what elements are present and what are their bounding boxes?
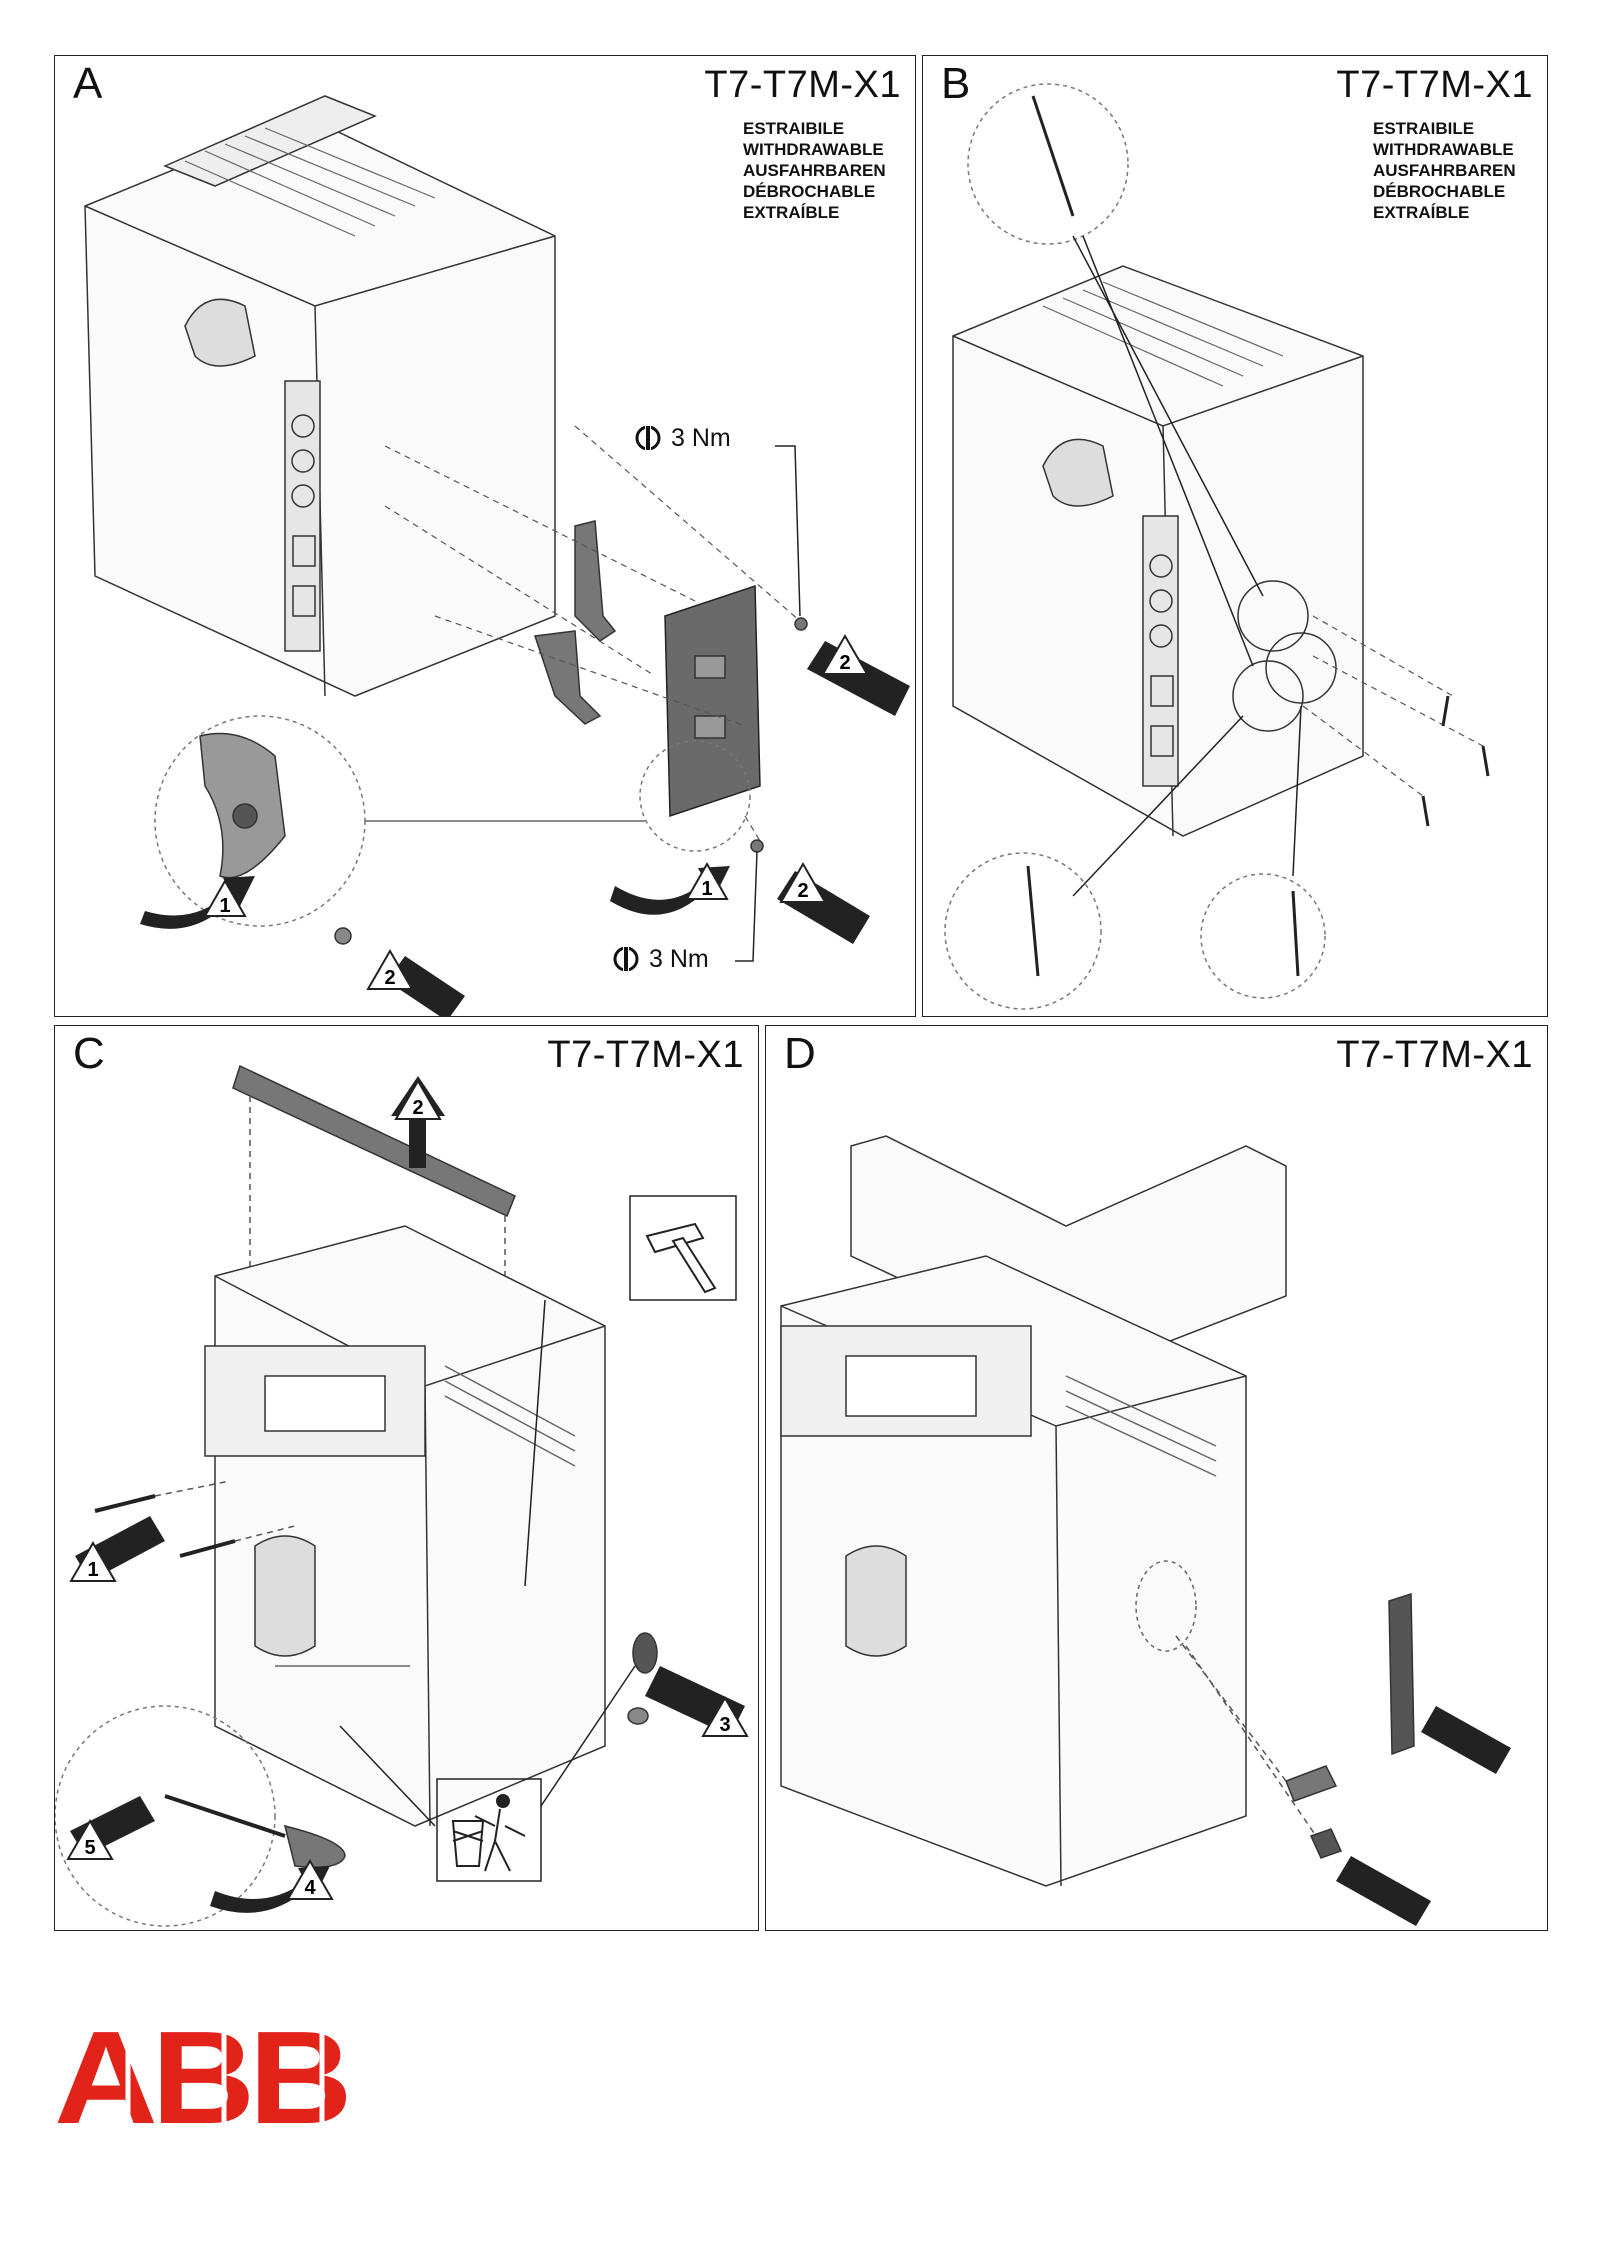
panel-d-drawing — [780, 1135, 1511, 1926]
variant-de: AUSFAHRBAREN — [743, 161, 886, 180]
hammer-icon — [645, 1222, 717, 1294]
panel-c-drawing: 1 2 3 4 5 — [55, 1064, 749, 1927]
panel-a: 1 2 1 2 2 A T7-T7M-X1 ESTRAIBILE WITHDRA… — [54, 55, 916, 1017]
step-c1: 1 — [87, 1559, 98, 1581]
variant-es: EXTRAÍBLE — [743, 203, 840, 222]
step-c3: 3 — [719, 1714, 730, 1736]
panel-b-drawing — [944, 83, 1490, 1010]
panel-b: B T7-T7M-X1 ESTRAIBILE WITHDRAWABLE AUSF… — [922, 55, 1548, 1017]
step-c4: 4 — [304, 1877, 316, 1899]
torque-icon — [613, 946, 639, 972]
panel-b-model: T7-T7M-X1 — [1336, 64, 1533, 106]
panel-a-drawing: 1 2 1 2 2 — [84, 95, 910, 1016]
variant-fr: DÉBROCHABLE — [1373, 182, 1506, 201]
panel-d-model: T7-T7M-X1 — [1336, 1034, 1533, 1076]
torque-callout-bottom: 3 Nm — [611, 944, 709, 974]
panel-c: 1 2 3 4 5 C T7-T7M-X1 — [54, 1025, 759, 1931]
panel-c-model: T7-T7M-X1 — [547, 1034, 744, 1076]
panel-a-model: T7-T7M-X1 — [704, 64, 901, 106]
panel-b-letter: B — [941, 59, 971, 108]
step-a1b: 1 — [701, 878, 712, 900]
variant-es: EXTRAÍBLE — [1373, 203, 1470, 222]
step-a1a: 1 — [219, 895, 230, 917]
variant-it: ESTRAIBILE — [1373, 119, 1475, 138]
variant-fr: DÉBROCHABLE — [743, 182, 876, 201]
torque-value-bottom: 3 Nm — [649, 944, 709, 973]
torque-callout-top: 3 Nm — [633, 423, 731, 453]
panel-c-letter: C — [73, 1029, 105, 1078]
torque-value-top: 3 Nm — [671, 423, 731, 452]
variant-en: WITHDRAWABLE — [1373, 140, 1514, 159]
torque-icon — [635, 425, 661, 451]
panel-b-variants: ESTRAIBILE WITHDRAWABLE AUSFAHRBAREN DÉB… — [1373, 118, 1516, 223]
abb-logo: ABB — [54, 2015, 348, 2135]
waste-bin-icon — [451, 1794, 526, 1872]
panel-a-letter: A — [73, 59, 103, 108]
step-c2: 2 — [412, 1097, 423, 1119]
variant-en: WITHDRAWABLE — [743, 140, 884, 159]
step-a2c: 2 — [384, 967, 395, 989]
step-c5: 5 — [84, 1837, 95, 1859]
abb-logo-text: ABB — [54, 2015, 347, 2135]
panel-d-letter: D — [784, 1029, 816, 1078]
step-a2b: 2 — [797, 880, 808, 902]
step-a2a: 2 — [839, 652, 850, 674]
variant-de: AUSFAHRBAREN — [1373, 161, 1516, 180]
panel-d: D T7-T7M-X1 — [765, 1025, 1548, 1931]
variant-it: ESTRAIBILE — [743, 119, 845, 138]
panel-a-variants: ESTRAIBILE WITHDRAWABLE AUSFAHRBAREN DÉB… — [743, 118, 886, 223]
